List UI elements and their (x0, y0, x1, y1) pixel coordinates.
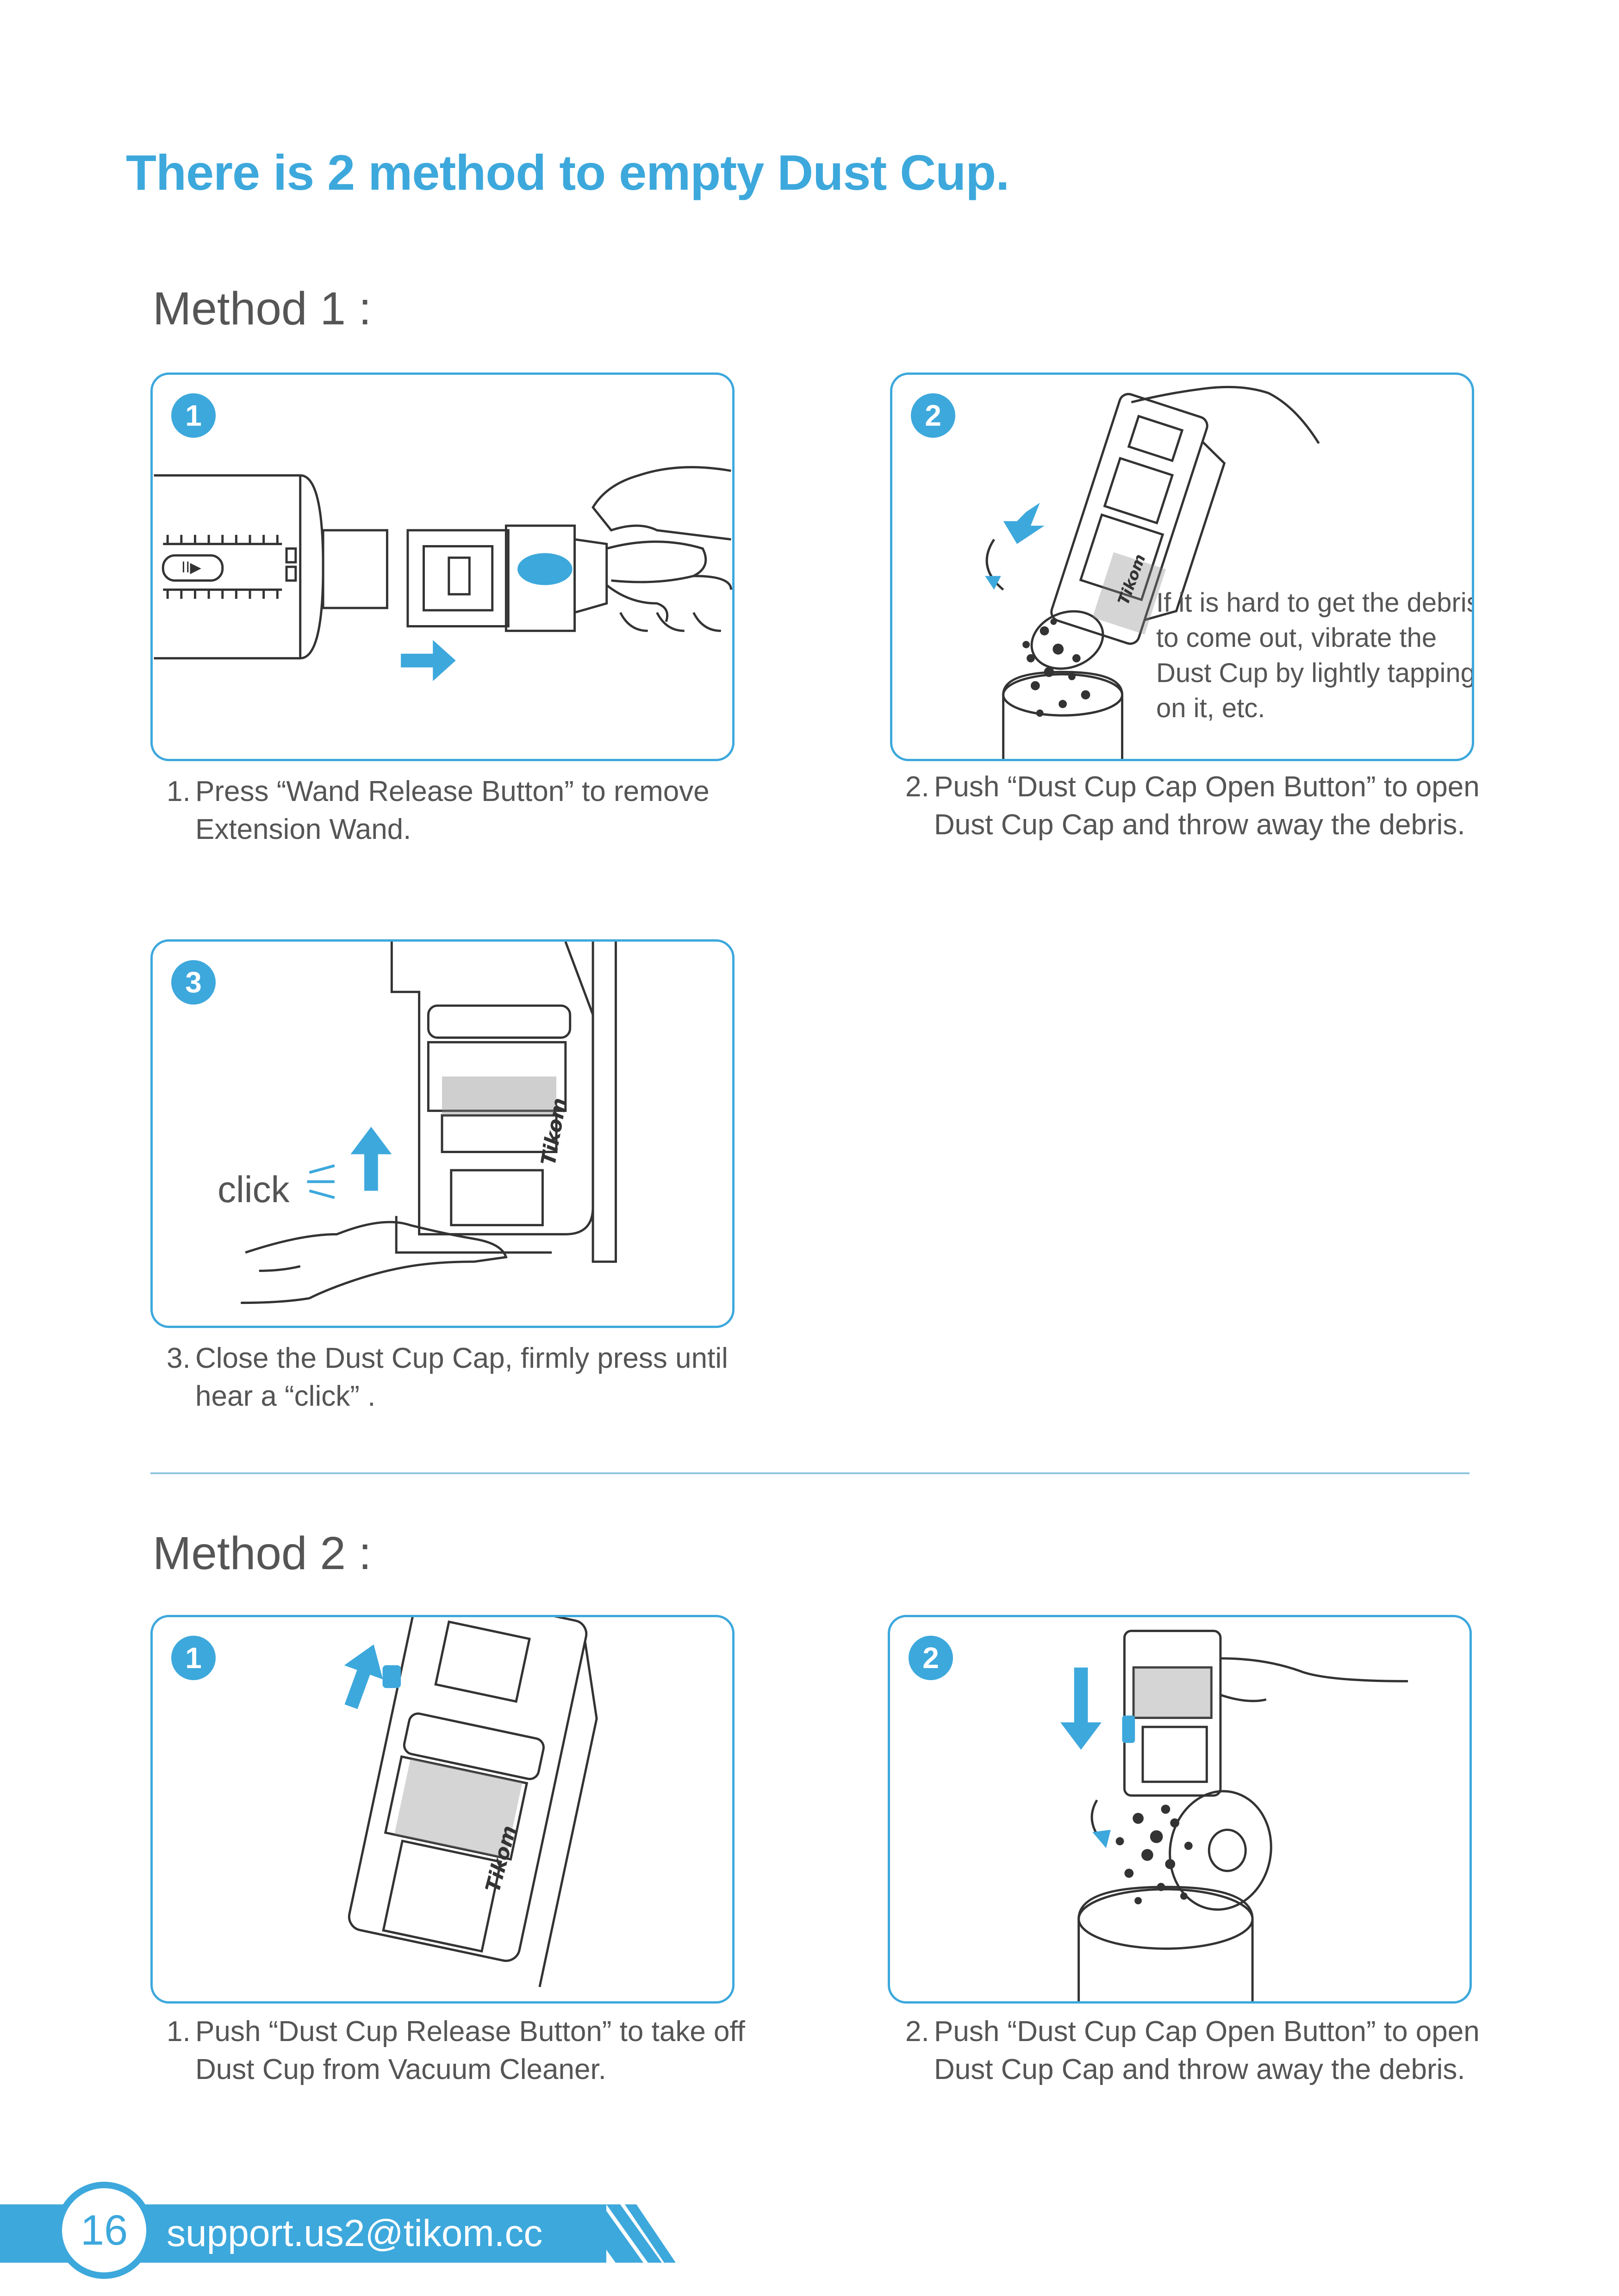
dust-cup-empty-illustration-2 (1060, 1630, 1408, 2001)
method-1-step-1-illustration: 1 II▶ (150, 372, 735, 761)
method-1-step-2-caption: 2. Push “Dust Cup Cap Open Button” to op… (905, 768, 1488, 888)
dust-cup-empty-illustration: Tikom (985, 385, 1320, 759)
click-label: click (218, 1169, 290, 1210)
tip-note: If it is hard to get the debris to come … (1156, 588, 1474, 723)
svg-text:II▶: II▶ (181, 559, 202, 576)
step-badge: 2 (911, 393, 955, 438)
method-2-heading: Method 2 : (153, 1527, 372, 1579)
method-2-step-2-illustration: 2 (888, 1615, 1472, 2004)
method-2-step-2-caption: 2. Push “Dust Cup Cap Open Button” to op… (905, 2013, 1488, 2133)
step-badge: 2 (909, 1636, 953, 1680)
close-cap-illustration: Tikom (241, 942, 617, 1304)
dust-cup-release-illustration: Tikom (344, 1617, 598, 1987)
caption-text: Push “Dust Cup Cap Open Button” to open … (934, 771, 1480, 841)
method-1-heading: Method 1 : (153, 283, 372, 335)
method-1-step-2-illustration: 2 Tikom (890, 372, 1474, 761)
step-badge: 1 (171, 1636, 216, 1680)
method-2-step-1-illustration: 1 Tikom (150, 1615, 735, 2004)
caption-number: 2. (905, 771, 929, 803)
caption-text: Push “Dust Cup Cap Open Button” to open … (934, 2016, 1480, 2085)
section-divider (150, 1472, 1470, 1474)
page-title: There is 2 method to empty Dust Cup. (126, 144, 1009, 200)
page-number: 16 (56, 2182, 153, 2279)
caption-text: Push “Dust Cup Release Button” to take o… (195, 2016, 745, 2085)
step-badge: 3 (171, 960, 216, 1005)
footer-stripes (574, 2204, 676, 2263)
caption-number: 1. (167, 776, 191, 807)
caption-number: 2. (905, 2016, 929, 2048)
wand-release-illustration: II▶ (154, 466, 732, 682)
caption-number: 3. (167, 1342, 191, 1374)
caption-number: 1. (167, 2016, 191, 2048)
support-email-link[interactable]: support.us2@tikom.cc (167, 2212, 543, 2254)
caption-text: Close the Dust Cup Cap, firmly press unt… (195, 1342, 728, 1412)
method-2-step-1-caption: 1. Push “Dust Cup Release Button” to tak… (167, 2013, 750, 2091)
method-1-step-3-illustration: 3 Tikom click (150, 939, 735, 1328)
step-badge: 1 (171, 393, 216, 438)
method-1-step-1-caption: 1. Press “Wand Release Button” to remove… (167, 773, 750, 851)
caption-text: Press “Wand Release Button” to remove Ex… (195, 776, 710, 845)
method-1-step-3-caption: 3. Close the Dust Cup Cap, firmly press … (167, 1340, 750, 1418)
